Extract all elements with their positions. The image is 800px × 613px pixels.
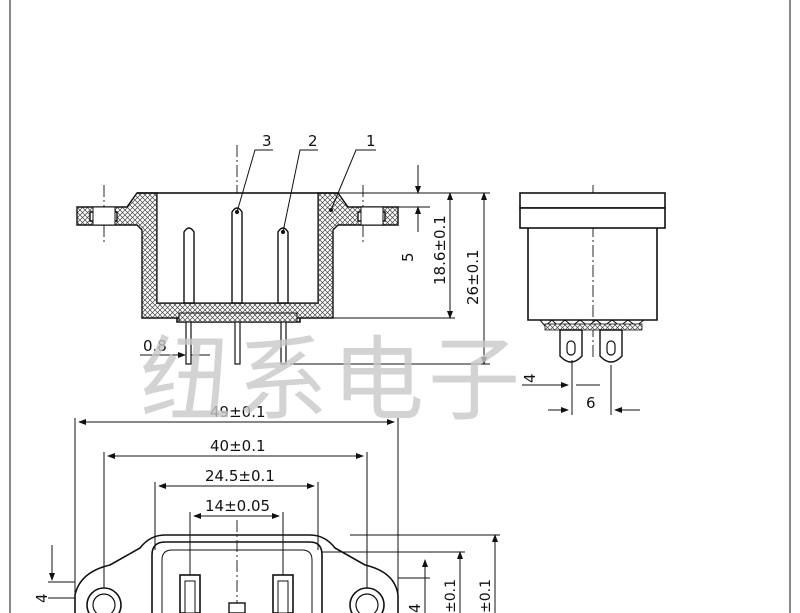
dim-total-width: 49±0.1	[210, 403, 266, 421]
dim-depth: 18.6±0.1	[431, 215, 449, 285]
dim-front-b: ±0.1	[443, 579, 459, 613]
callout-3: 3	[262, 132, 272, 150]
watermark: 纽系电子	[140, 327, 524, 434]
callout-1: 1	[366, 132, 376, 150]
dim-pin-offset: 4	[521, 373, 539, 383]
callout-2: 2	[308, 132, 318, 150]
pin-center	[231, 207, 243, 365]
dim-mount-spacing: 40±0.1	[210, 437, 266, 455]
dim-front-a: 4	[406, 603, 424, 613]
dim-flange-offset: 5	[399, 252, 417, 262]
dim-pin-pitch: 6	[586, 394, 596, 412]
dim-overall-height: 26±0.1	[464, 249, 482, 305]
callout-leaders	[235, 149, 376, 234]
dim-body-width: 24.5±0.1	[205, 467, 275, 485]
pin-left	[183, 227, 195, 365]
front-view: 49±0.1 40±0.1 24.5±0.1 14±0.05	[33, 403, 500, 613]
drawing-frame	[9, 0, 791, 613]
dim-contact-spacing: 14±0.05	[205, 497, 270, 515]
dim-hole-offset: 4	[33, 593, 51, 603]
side-view: 4 6	[519, 185, 666, 415]
dim-pin-width: 0.8	[143, 337, 167, 355]
section-view: 3 2 1 0.8 5 18.6±0.1 26±0.1	[76, 132, 490, 365]
dim-front-c: ±0.1	[478, 579, 494, 613]
